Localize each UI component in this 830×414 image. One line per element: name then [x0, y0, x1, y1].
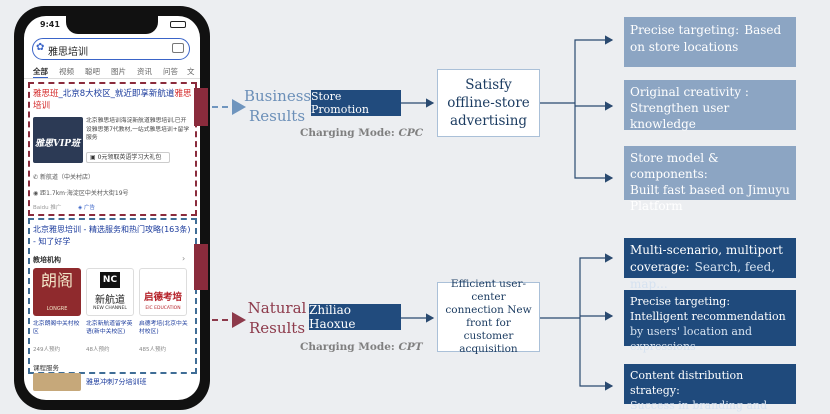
ad-image[interactable]	[33, 117, 83, 163]
course-item[interactable]: 雅思冲刺7分培训班	[86, 378, 147, 386]
ad-description: 北京雅思培训海淀新航道雅思培训,已开设雅思第7代教材,一站式雅思培训+留学服务	[86, 118, 190, 141]
org-logo-1-text: 朗阁	[40, 271, 73, 290]
tab-divider	[24, 78, 200, 79]
ad-image-label: 雅思VIP班	[35, 139, 80, 149]
business-charging-mode: Charging Mode: CPC	[300, 127, 424, 139]
chevron-right-icon[interactable]: ›	[182, 254, 186, 263]
ad-address[interactable]: ◉ 距1.7km·海淀区中关村大街19号	[33, 190, 129, 197]
business-results-label: Business Results	[244, 87, 312, 125]
phone-notch	[66, 16, 158, 34]
feature-original-creativity: Original creativity :Strengthen user kno…	[624, 80, 796, 131]
nc-logo-icon: NC	[100, 272, 120, 288]
battery-icon	[170, 21, 186, 28]
org-logo-1-sub: LONGRE	[46, 306, 68, 312]
tab-news[interactable]: 资讯	[137, 67, 152, 76]
ad-source: Baidu 推广	[33, 205, 62, 211]
org-logo-3-text: 启德考培	[143, 292, 182, 303]
natural-side-tab	[194, 244, 208, 290]
ad-school[interactable]: ✆ 新航道（中关村店）	[33, 174, 94, 181]
phone-screen	[24, 16, 200, 400]
business-side-tab	[194, 88, 208, 126]
tab-tieba[interactable]: 聪吧	[85, 67, 100, 76]
natural-charging-mode: Charging Mode: CPT	[300, 341, 423, 353]
tab-images[interactable]: 图片	[111, 67, 126, 76]
tab-qa[interactable]: 问答	[163, 67, 178, 76]
course-image[interactable]	[33, 373, 81, 391]
natural-result-outline	[28, 218, 197, 374]
business-ad-outline	[28, 82, 197, 216]
section-label: 教培机构	[33, 256, 61, 264]
phone-call-icon: ✆	[33, 174, 40, 181]
feature-content-distribution: Content distribution strategy:Success in…	[624, 364, 796, 412]
tab-more[interactable]: 文	[187, 67, 195, 76]
org-3-count: 485人预约	[139, 347, 166, 353]
natural-outcome-box: Efficient user-center connection New fro…	[437, 278, 540, 355]
location-pin-icon: ◉	[33, 190, 41, 197]
org-logo-3[interactable]	[139, 268, 187, 316]
status-time: 9:41	[40, 20, 60, 29]
course-label: 课程服务	[33, 364, 59, 372]
tab-video[interactable]: 视频	[59, 67, 74, 76]
org-logo-2-text: 新航道	[95, 295, 125, 306]
org-logo-3-sub: EIC EDUCATION	[145, 306, 181, 311]
feature-store-model: Store model & components:Built fast base…	[624, 146, 796, 213]
store-promotion-box: Store Promotion	[311, 90, 401, 116]
feature-intelligent-recommendation: Precise targeting: Intelligent recommend…	[624, 290, 796, 353]
org-1-name[interactable]: 北京朗阁中关村校区	[33, 321, 80, 335]
shield-icon: ◈	[78, 205, 84, 211]
feature-multi-scenario: Multi-scenario, multiport coverage: Sear…	[624, 238, 796, 291]
gift-button[interactable]: ▣ 0元领取英语学习大礼包	[86, 152, 170, 163]
natural-title[interactable]: 北京雅思培训 - 精选服务和热门攻略(163条) - 知了好学	[33, 225, 191, 246]
search-input[interactable]: 雅思培训	[48, 47, 88, 58]
org-2-count: 48人预约	[86, 347, 110, 353]
paw-icon: ✿	[36, 42, 45, 53]
ad-tag: ◈ 广告	[78, 205, 95, 211]
camera-icon[interactable]	[172, 43, 184, 53]
org-1-count: 249人预约	[33, 347, 60, 353]
org-3-name[interactable]: 启德考培(北京中关村校区)	[139, 321, 188, 335]
gift-icon: ▣	[90, 154, 98, 161]
feature-precise-targeting: Precise targeting: Based on store locati…	[624, 17, 796, 67]
tab-all[interactable]: 全部	[33, 66, 48, 79]
org-logo-1[interactable]	[33, 268, 81, 316]
ad-title[interactable]: 雅思班_北京8大校区_就近即享新航道雅思培训	[33, 89, 192, 111]
zhiliao-haoxue-box: Zhiliao Haoxue	[309, 303, 401, 331]
natural-results-label: Natural Results	[247, 299, 307, 337]
search-bar[interactable]	[32, 38, 190, 60]
business-outcome-box: Satisfy offline-store advertising	[437, 69, 540, 137]
org-logo-2-sub: NEW CHANNEL	[93, 306, 127, 311]
org-2-name[interactable]: 北京新航道留学英语(新中关校区)	[86, 321, 133, 335]
